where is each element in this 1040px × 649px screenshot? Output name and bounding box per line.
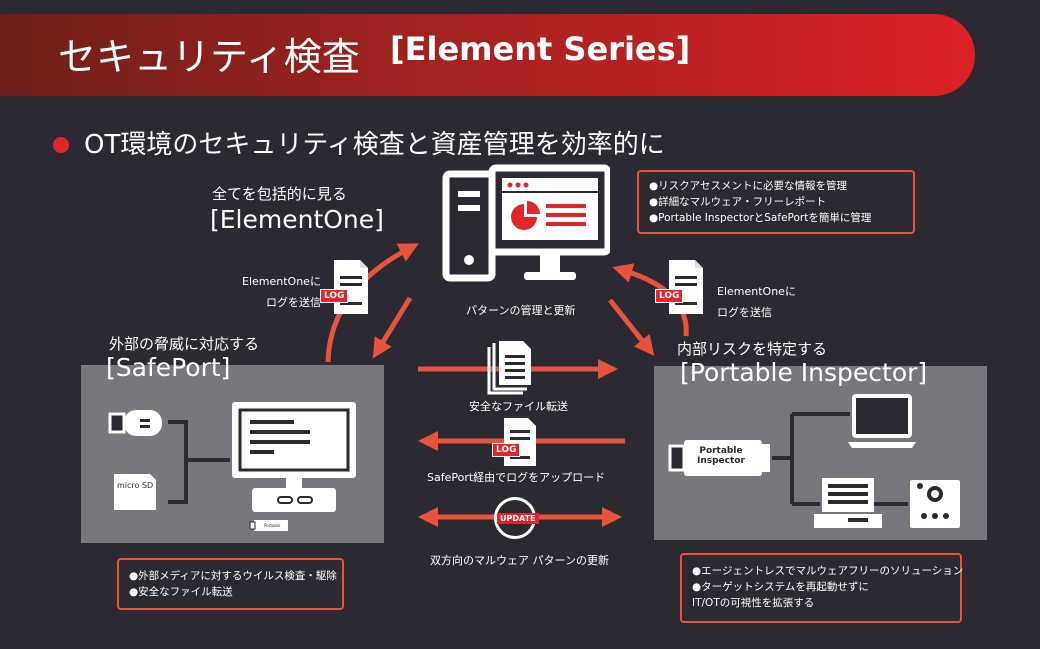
log-send-line: ログを送信 xyxy=(265,296,321,309)
log-document-icon: LOG xyxy=(320,258,370,316)
update-label: 双方向のマルウェア パターンの更新 xyxy=(430,554,609,567)
log-send-right-text: ElementOneに ログを送信 xyxy=(717,283,796,320)
headline: OT環境のセキュリティ検査と資産管理を効率的に xyxy=(84,130,665,160)
log-document-icon: LOG xyxy=(655,258,705,316)
page-title: セキュリティ検査 xyxy=(58,35,360,79)
log-tag: LOG xyxy=(655,289,684,303)
portable-name: [Portable Inspector] xyxy=(680,358,928,387)
elementone-monitor-label: パターンの管理と更新 xyxy=(466,304,576,317)
device-label-line: Portable xyxy=(699,446,743,456)
log-send-line: ログを送信 xyxy=(717,306,772,319)
safeport-name: [SafePort] xyxy=(106,353,231,382)
feature-item: IT/OTの可視性を拡張する xyxy=(692,597,815,609)
title-banner xyxy=(0,14,975,96)
portable-features-box: ●エージェントレスでマルウェアフリーのソリューション ●ターゲットシステムを再起… xyxy=(680,553,964,623)
feature-item: ●詳細なマルウェア・フリーレポート xyxy=(649,196,827,208)
file-stack-icon xyxy=(487,341,531,395)
log-tag: LOG xyxy=(320,289,349,303)
portable-device-label: Portable Inspector xyxy=(697,446,745,466)
portable-device-diagram xyxy=(668,394,960,528)
feature-item: ●安全なファイル転送 xyxy=(129,586,233,598)
elementone-caption: 全てを包括的に見る xyxy=(212,185,347,203)
feature-item: ●Portable InspectorとSafePortを簡単に管理 xyxy=(649,212,872,224)
micro-sd-label: micro SD xyxy=(117,481,154,490)
elementone-features-box: ●リスクアセスメントに必要な情報を管理 ●詳細なマルウェア・フリーレポート ●P… xyxy=(637,170,915,234)
mini-portable-label: Portable xyxy=(264,523,281,528)
safeport-caption: 外部の脅威に対応する xyxy=(109,335,260,353)
transfer-label: 安全なファイル転送 xyxy=(469,400,568,413)
update-tag: UPDATE xyxy=(497,513,539,524)
device-label-line: Inspector xyxy=(697,456,745,466)
feature-item: ●外部メディアに対するウイルス検査・駆除 xyxy=(129,570,337,582)
elementone-name: [ElementOne] xyxy=(210,205,384,234)
safeport-features-box: ●外部メディアに対するウイルス検査・駆除 ●安全なファイル転送 xyxy=(117,558,344,610)
headline-bullet xyxy=(53,137,69,153)
log-send-left-text: ElementOneに ログを送信 xyxy=(242,273,321,310)
upload-label: SafePort経由でログをアップロード xyxy=(427,471,606,484)
log-send-line: ElementOneに xyxy=(717,285,796,298)
feature-item: ●リスクアセスメントに必要な情報を管理 xyxy=(649,180,847,192)
page-title-series: [Element Series] xyxy=(390,30,691,68)
safeport-device-diagram xyxy=(108,402,356,531)
server-computer-icon xyxy=(442,164,610,282)
log-tag: LOG xyxy=(492,443,521,457)
log-send-line: ElementOneに xyxy=(242,275,321,288)
feature-item: ●エージェントレスでマルウェアフリーのソリューション xyxy=(692,565,964,577)
portable-caption: 内部リスクを特定する xyxy=(677,340,828,358)
upload-log-icon: LOG xyxy=(492,416,540,468)
feature-item: ●ターゲットシステムを再起動せずに xyxy=(692,581,869,593)
